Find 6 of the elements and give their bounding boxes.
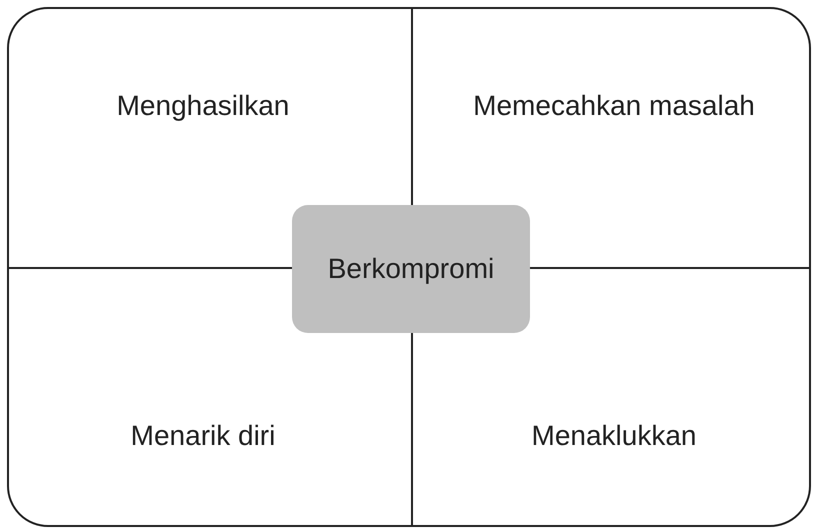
quadrant-label: Memecahkan masalah [473,90,755,122]
center-box [292,205,530,333]
quadrant-label: Menghasilkan [116,90,290,122]
center-label: Berkompromi [328,253,494,285]
quadrant-label: Menaklukkan [532,420,696,452]
quadrant-label: Menarik diri [130,420,276,452]
